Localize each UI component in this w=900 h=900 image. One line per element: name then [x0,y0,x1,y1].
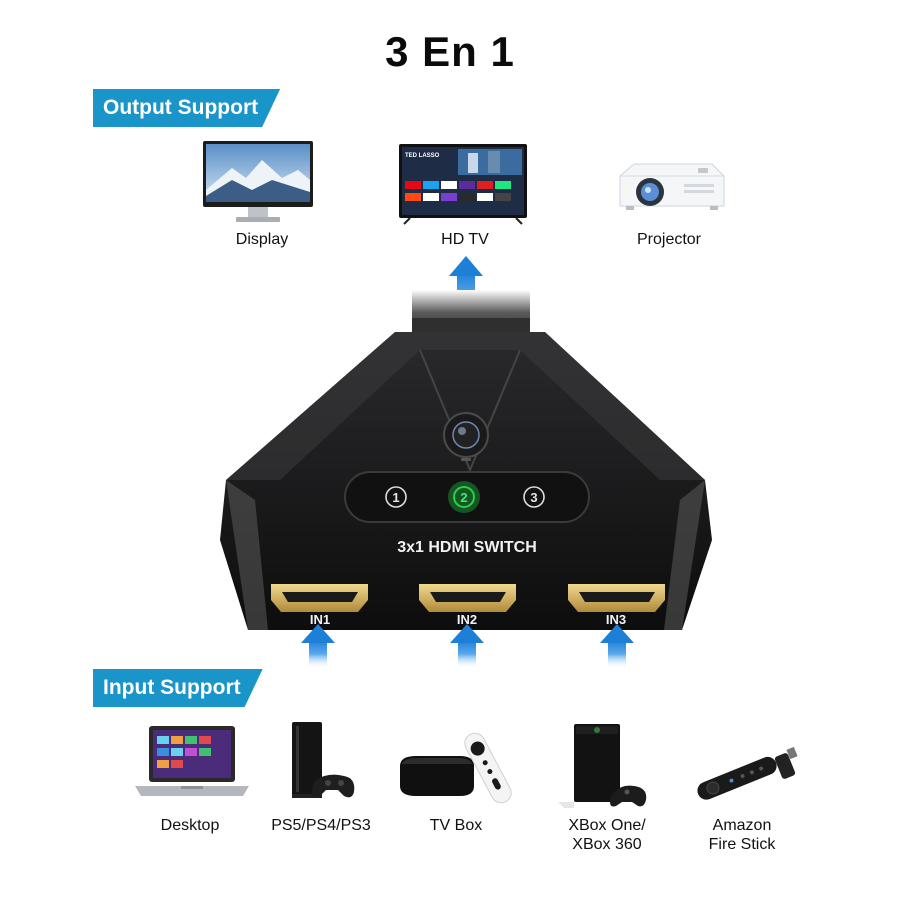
input-label-tv-box: TV Box [406,816,506,835]
input-arrow-icon-3 [600,624,634,668]
tv-show-title: TED LASSO [405,153,440,159]
output-support-heading: Output Support [93,89,280,127]
indicator-2-active: 2 [460,490,467,505]
indicator-panel: 1 2 3 [344,471,590,523]
xbox-image [556,722,652,810]
input-label-tv-box-line1: TV Box [429,817,483,834]
hd-tv-image: TED LASSO [398,143,528,225]
input-label-playstation-line1: PS5/PS4/PS3 [271,817,371,834]
hdmi-port-in3 [568,584,665,612]
input-label-desktop: Desktop [140,816,240,835]
display-monitor-image [202,140,314,226]
input-label-fire-stick: Amazon Fire Stick [692,816,792,854]
input-label-desktop-line1: Desktop [160,817,220,834]
output-label-hd-tv: HD TV [441,231,489,248]
port-label-in1: IN1 [310,612,330,627]
input-label-fire-stick-line2: Fire Stick [708,836,776,853]
indicator-1: 1 [392,490,399,505]
playstation-image [288,720,358,802]
laptop-image [133,724,251,802]
hdmi-cable [412,290,530,340]
hdmi-port-in1 [271,584,368,612]
input-label-fire-stick-line1: Amazon [712,817,772,834]
page-title: 3 En 1 [385,28,515,75]
input-select-button[interactable] [443,412,489,461]
indicator-3: 3 [530,490,537,505]
projector-image [612,158,728,218]
output-label-projector: Projector [636,231,702,248]
input-label-xbox: XBox One/ XBox 360 [548,816,666,854]
tv-box-image [396,726,518,806]
input-label-xbox-line1: XBox One/ [568,817,646,834]
input-label-xbox-line2: XBox 360 [572,836,642,853]
port-label-in3: IN3 [606,612,626,627]
switch-model-text: 3x1 HDMI SWITCH [397,539,537,556]
input-arrow-icon-2 [450,624,484,668]
input-support-heading: Input Support [93,669,263,707]
input-label-playstation: PS5/PS4/PS3 [262,816,380,835]
port-label-in2: IN2 [457,612,477,627]
hdmi-port-in2 [419,584,516,612]
fire-stick-image [690,744,800,804]
output-label-display: Display [235,231,289,248]
input-arrow-icon-1 [301,624,335,668]
